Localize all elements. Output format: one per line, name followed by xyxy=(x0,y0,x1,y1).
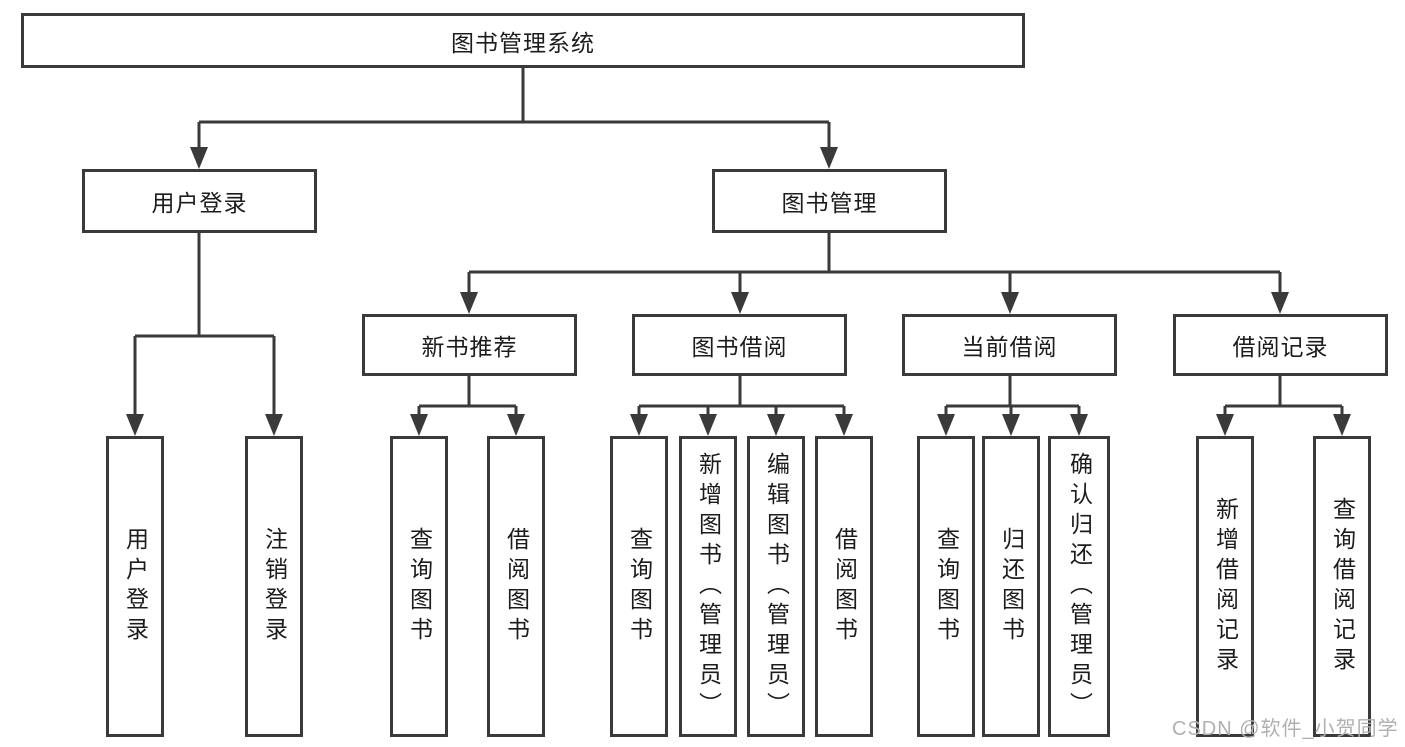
leaf-bb-edit-books-admin-label: 编辑图书（管理员） xyxy=(763,451,790,722)
leaf-br-add-record-label: 新增借阅记录 xyxy=(1212,496,1239,677)
leaf-cb-query-books: 查询图书 xyxy=(917,436,975,737)
leaf-nbr-borrow-books: 借阅图书 xyxy=(487,436,545,737)
node-user-login: 用户登录 xyxy=(82,169,317,233)
leaf-nbr-borrow-books-label: 借阅图书 xyxy=(503,526,530,647)
leaf-br-query-record: 查询借阅记录 xyxy=(1313,436,1371,737)
node-book-management-label: 图书管理 xyxy=(781,190,878,216)
leaf-cb-confirm-return-admin: 确认归还（管理员） xyxy=(1048,436,1110,737)
node-new-book-recommend-label: 新书推荐 xyxy=(421,334,518,360)
node-new-book-recommend: 新书推荐 xyxy=(362,314,577,376)
node-book-management: 图书管理 xyxy=(712,169,947,233)
leaf-nbr-query-books-label: 查询图书 xyxy=(406,526,433,647)
leaf-bb-borrow-books-label: 借阅图书 xyxy=(831,526,858,647)
node-book-borrow: 图书借阅 xyxy=(632,314,847,376)
node-book-borrow-label: 图书借阅 xyxy=(691,334,788,360)
csdn-watermark: CSDN @软件_小贺同学 xyxy=(1172,718,1399,740)
node-root-label: 图书管理系统 xyxy=(451,29,595,56)
leaf-bb-query-books: 查询图书 xyxy=(610,436,668,737)
leaf-cb-return-books-label: 归还图书 xyxy=(998,526,1025,647)
node-current-borrow-label: 当前借阅 xyxy=(961,334,1058,360)
node-current-borrow: 当前借阅 xyxy=(902,314,1117,376)
leaf-bb-edit-books-admin: 编辑图书（管理员） xyxy=(747,436,805,737)
leaf-br-query-record-label: 查询借阅记录 xyxy=(1329,496,1356,677)
leaf-logout-label: 注销登录 xyxy=(261,526,288,647)
leaf-user-login: 用户登录 xyxy=(106,436,164,737)
node-borrow-records-label: 借阅记录 xyxy=(1232,334,1329,360)
leaf-logout: 注销登录 xyxy=(245,436,303,737)
leaf-cb-return-books: 归还图书 xyxy=(982,436,1040,737)
leaf-user-login-label: 用户登录 xyxy=(122,526,149,647)
leaf-bb-add-books-admin-label: 新增图书（管理员） xyxy=(695,451,722,722)
node-root: 图书管理系统 xyxy=(21,13,1025,68)
leaf-br-add-record: 新增借阅记录 xyxy=(1196,436,1254,737)
node-borrow-records: 借阅记录 xyxy=(1173,314,1388,376)
leaf-bb-borrow-books: 借阅图书 xyxy=(815,436,873,737)
node-user-login-label: 用户登录 xyxy=(151,190,248,216)
leaf-cb-query-books-label: 查询图书 xyxy=(933,526,960,647)
leaf-nbr-query-books: 查询图书 xyxy=(390,436,448,737)
leaf-bb-add-books-admin: 新增图书（管理员） xyxy=(679,436,737,737)
leaf-cb-confirm-return-admin-label: 确认归还（管理员） xyxy=(1066,451,1093,722)
leaf-bb-query-books-label: 查询图书 xyxy=(626,526,653,647)
